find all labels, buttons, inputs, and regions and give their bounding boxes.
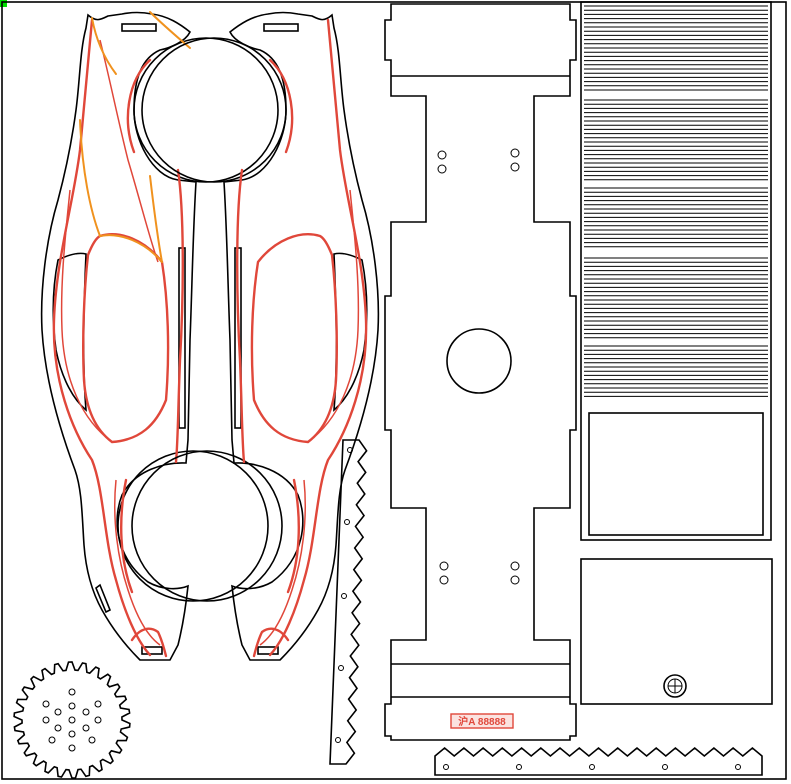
car-left-mirror-slot: [95, 583, 112, 614]
gear-hole: [68, 730, 76, 738]
rack-hole: [344, 519, 350, 525]
gear-rack-horizontal-outline: [434, 746, 763, 776]
registration-marker: [0, 0, 7, 7]
car-body-left-half: [40, 11, 279, 661]
car-left-engrave-rear: [114, 479, 161, 646]
rack-hole: [443, 764, 449, 770]
license-plate-frame: [450, 713, 514, 729]
vented-panel-window: [588, 412, 764, 536]
spur-gear-outline: [13, 661, 131, 779]
chassis-hole: [510, 575, 520, 585]
battery-cover-panel: [580, 558, 773, 705]
car-left-engrave-pillar: [174, 168, 184, 464]
gear-hole: [48, 736, 56, 744]
rack-hole: [341, 593, 347, 599]
car-right-wheel-arch-rear: [131, 450, 283, 602]
car-left-engrave-cabin: [82, 233, 170, 444]
gear-rack-horizontal-holes: [443, 764, 741, 770]
chassis-plate: 沪A 88888: [384, 3, 577, 741]
gear-hole: [42, 700, 50, 708]
chassis-hole: [510, 162, 520, 172]
car-left-wheel-arch-front: [133, 37, 279, 183]
spur-gear: [13, 661, 131, 779]
gear-hole: [54, 708, 62, 716]
car-left-outline: [40, 11, 197, 661]
gear-hole: [88, 736, 96, 744]
bmw-logo-icon: [663, 674, 687, 698]
chassis-hole: [437, 164, 447, 174]
car-right-slot-top: [263, 23, 299, 32]
gear-rack-horizontal: [434, 746, 763, 776]
car-right-engrave-arch-front: [268, 58, 294, 154]
vented-panel: [580, 1, 772, 541]
gear-rack-vertical-outline: [329, 439, 368, 765]
gear-hole: [82, 724, 90, 732]
vent-slats: [584, 5, 768, 397]
car-right-wheel-arch-front: [141, 37, 287, 183]
gear-hole: [42, 716, 50, 724]
chassis-hole: [437, 150, 447, 160]
car-left-score-line-d: [149, 175, 163, 263]
car-body-right-half: [131, 11, 380, 661]
car-left-engrave-outline: [52, 18, 152, 657]
vented-panel-outline: [580, 1, 772, 541]
car-left-score-line-a: [91, 17, 117, 75]
car-left-slot-top: [121, 23, 157, 32]
car-left-engrave-arch-rear: [120, 478, 134, 594]
car-left-score-line-b: [149, 11, 191, 49]
car-right-engrave-outline: [268, 18, 368, 657]
gear-hole: [68, 688, 76, 696]
rack-hole: [662, 764, 668, 770]
car-left-engrave-arch-front: [126, 58, 152, 154]
gear-hole: [94, 700, 102, 708]
gear-hole: [94, 716, 102, 724]
chassis-hole: [439, 575, 449, 585]
rack-hole: [516, 764, 522, 770]
rack-hole: [589, 764, 595, 770]
chassis-hole: [510, 148, 520, 158]
gear-hole: [54, 724, 62, 732]
car-left-engrave-tail: [130, 627, 168, 658]
spur-gear-holes: [42, 688, 102, 752]
car-right-outline: [223, 11, 380, 661]
car-left-engrave-hood: [99, 39, 159, 263]
license-plate-text: 沪A 88888: [458, 715, 506, 728]
car-left-slot-bottom: [141, 646, 163, 655]
rack-hole: [338, 665, 344, 671]
car-right-engrave-sill: [307, 189, 360, 443]
chassis-hole: [510, 561, 520, 571]
car-right-slot-bottom: [257, 646, 279, 655]
gear-rack-vertical-holes: [335, 447, 353, 743]
car-left-score-line-e: [99, 234, 163, 263]
battery-cover-outline: [580, 558, 773, 705]
gear-rack-vertical: [329, 439, 368, 765]
car-left-wheel-arch-rear: [117, 450, 269, 602]
car-right-engrave-pillar: [236, 168, 246, 464]
chassis-outline: [384, 3, 577, 741]
gear-hole: [82, 708, 90, 716]
car-right-engrave-rear: [259, 479, 306, 646]
car-right-engrave-cabin: [250, 233, 338, 444]
rack-hole: [335, 737, 341, 743]
rack-hole: [347, 447, 353, 453]
car-left-engrave-sill: [60, 189, 113, 443]
car-right-engrave-arch-rear: [286, 478, 300, 594]
gear-hole: [68, 702, 76, 710]
chassis-center-hole: [446, 328, 512, 394]
gear-hole: [68, 744, 76, 752]
car-right-engrave-tail: [252, 627, 290, 658]
car-left-score-line-c: [79, 119, 101, 237]
rack-hole: [735, 764, 741, 770]
gear-hole: [68, 716, 76, 724]
chassis-hole: [439, 561, 449, 571]
